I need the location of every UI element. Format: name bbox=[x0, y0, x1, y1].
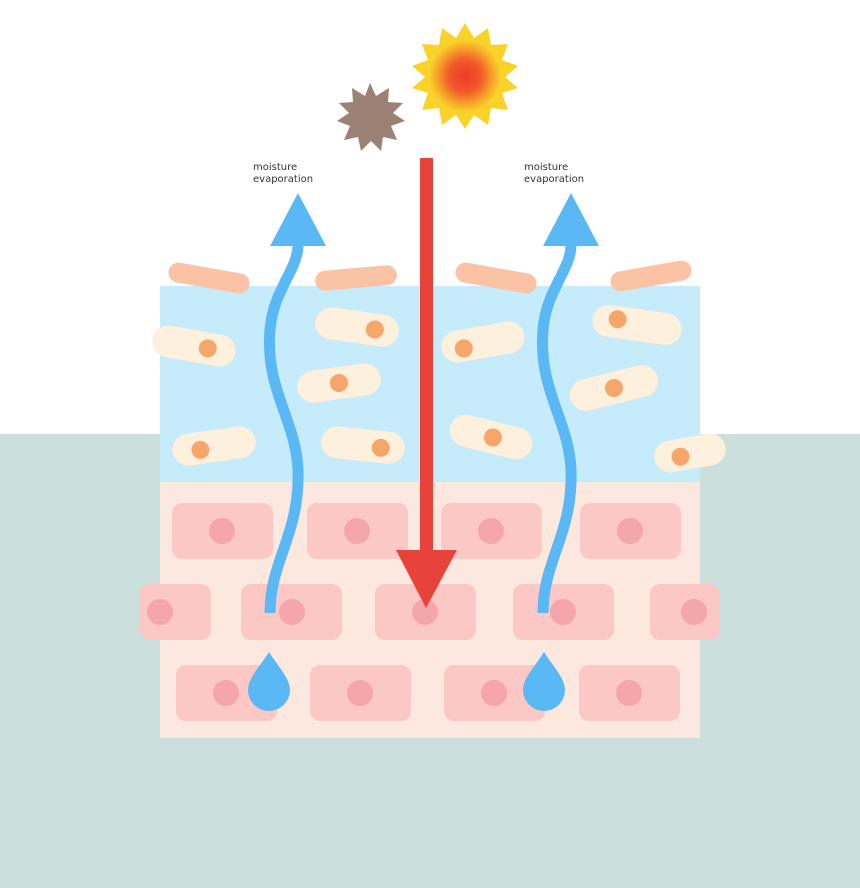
inner-cell bbox=[140, 584, 211, 640]
inner-cell bbox=[241, 584, 342, 640]
moisture-evaporation-label-left: moisture evaporation bbox=[253, 162, 313, 186]
label-line: moisture bbox=[524, 162, 569, 173]
inner-cell bbox=[444, 665, 545, 721]
label-line: evaporation bbox=[524, 174, 585, 185]
surface-flakes bbox=[168, 260, 692, 294]
inner-cell bbox=[310, 665, 411, 721]
outer-cell bbox=[321, 426, 405, 464]
moisture-arrow-right bbox=[536, 193, 599, 614]
inner-cell bbox=[650, 584, 720, 640]
outer-cell bbox=[152, 325, 236, 367]
outer-cells bbox=[152, 304, 726, 473]
inner-cell bbox=[579, 665, 680, 721]
outer-cell bbox=[592, 304, 682, 346]
outer-cell bbox=[449, 414, 533, 460]
flake bbox=[315, 265, 397, 291]
label-line: evaporation bbox=[253, 174, 314, 185]
outer-cell bbox=[441, 321, 525, 363]
outer-cell bbox=[315, 307, 399, 347]
moisture-evaporation-label-right: moisture evaporation bbox=[524, 162, 584, 186]
inner-cell bbox=[441, 503, 542, 559]
water-drop-icon bbox=[248, 652, 290, 711]
label-line: moisture bbox=[253, 162, 298, 173]
inner-cell bbox=[513, 584, 614, 640]
moisture-arrow-left bbox=[263, 193, 326, 614]
outer-cell bbox=[654, 433, 726, 473]
flake bbox=[455, 262, 537, 294]
outer-cell bbox=[172, 426, 256, 466]
flake bbox=[168, 262, 250, 294]
flake bbox=[610, 260, 692, 292]
sun-icon bbox=[412, 23, 518, 129]
outer-cell bbox=[297, 363, 381, 403]
water-drop-icon bbox=[523, 652, 565, 711]
inner-cell bbox=[307, 503, 408, 559]
inner-cell bbox=[172, 503, 273, 559]
inner-cell bbox=[375, 584, 476, 640]
outer-cell bbox=[569, 364, 659, 412]
pollution-particle-icon bbox=[337, 83, 405, 151]
inner-cells bbox=[140, 503, 720, 721]
uv-ray-arrow bbox=[396, 158, 457, 608]
inner-cell bbox=[580, 503, 681, 559]
